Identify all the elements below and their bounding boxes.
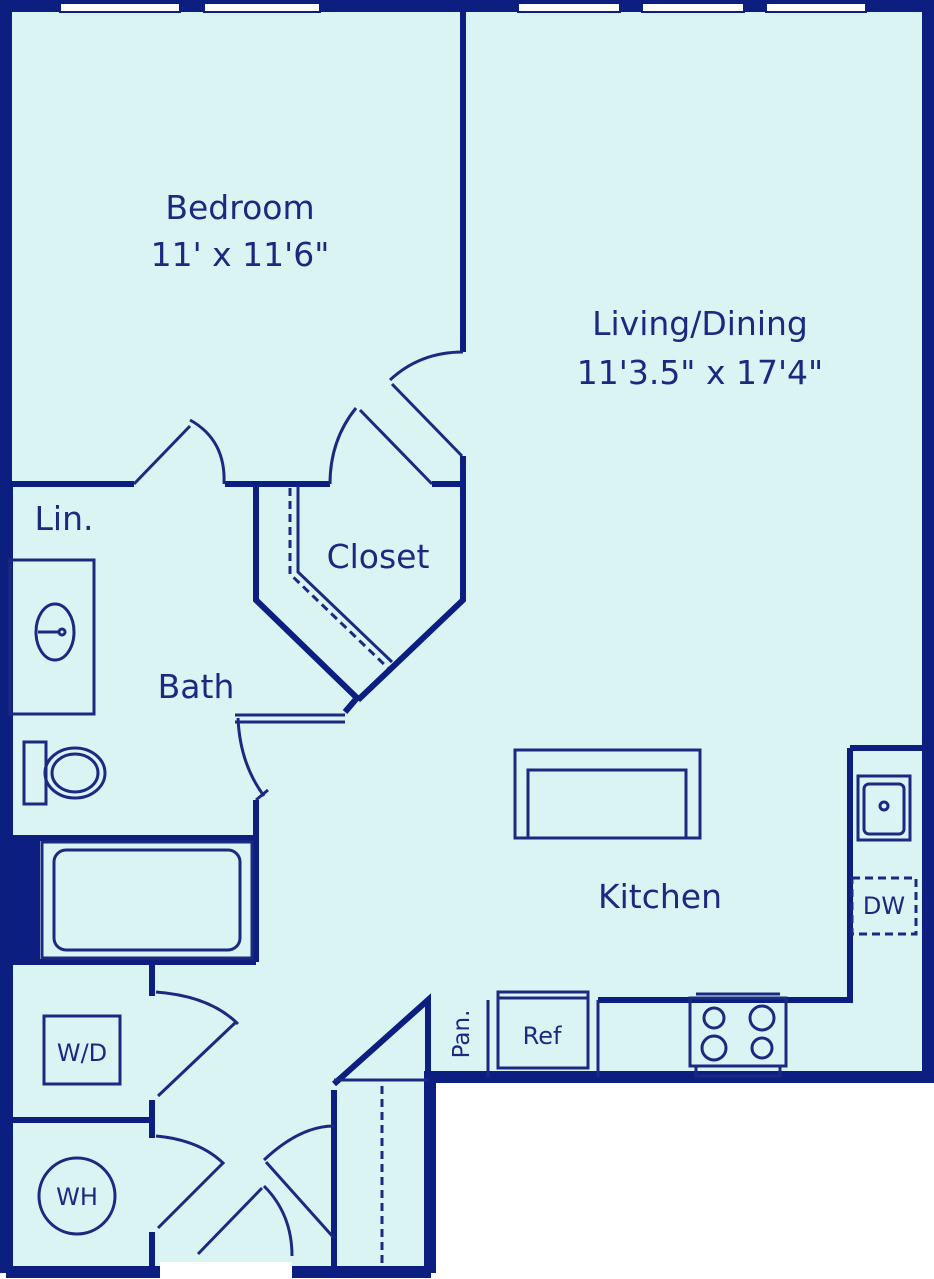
door-swing — [236, 717, 266, 797]
kitchen-name: Kitchen — [598, 877, 722, 916]
door-swing — [189, 418, 226, 485]
entry-opening — [160, 1262, 292, 1279]
bathtub-basin — [52, 848, 242, 952]
door-swing — [328, 407, 358, 485]
door-swing — [155, 1134, 226, 1166]
living-name: Living/Dining — [592, 304, 808, 343]
bathtub — [40, 840, 254, 960]
window — [641, 2, 745, 13]
labels: Bedroom 11' x 11'6" Living/Dining 11'3.5… — [35, 188, 906, 1211]
water-heater — [37, 1156, 117, 1236]
door-leaf — [390, 382, 464, 458]
door-swing — [262, 1124, 335, 1162]
burner-icon — [700, 1034, 728, 1062]
closet-wall — [355, 456, 466, 703]
kitchen-island — [513, 748, 702, 840]
sink-drain-icon — [57, 627, 67, 637]
window — [517, 2, 621, 13]
refrigerator-label: Ref — [523, 1022, 562, 1050]
doors — [132, 350, 464, 1257]
closet-inner — [296, 486, 394, 664]
dishwasher-outline — [850, 876, 918, 936]
door-leaf — [156, 1160, 226, 1230]
entry-closet-wall — [332, 993, 431, 1087]
window — [59, 2, 181, 13]
water-heater-label: WH — [56, 1183, 98, 1211]
floor-area — [6, 6, 928, 1273]
burner-icon — [702, 1006, 726, 1030]
windows — [59, 2, 867, 13]
burner-icon — [748, 1004, 776, 1032]
door-swing — [262, 1184, 294, 1257]
dashed-lines — [288, 488, 918, 1266]
toilet-bowl-icon — [50, 752, 100, 794]
closet-rod — [288, 488, 390, 670]
refrigerator — [496, 990, 590, 1070]
closet-wall — [253, 486, 362, 714]
washer-dryer-label: W/D — [57, 1039, 107, 1067]
door-leaf — [255, 788, 269, 802]
washer-dryer — [42, 1014, 122, 1086]
fixtures — [8, 558, 912, 1236]
closet-name: Closet — [327, 537, 430, 576]
door-leaf — [156, 1020, 238, 1098]
stove-base — [694, 1064, 782, 1078]
kitchen-sink-basin — [862, 782, 906, 836]
kitchen-island-inner — [526, 768, 688, 838]
kitchen-wall — [598, 748, 853, 1003]
burner-icon — [750, 1036, 774, 1060]
door-swing — [155, 990, 240, 1026]
door-swing — [388, 350, 464, 382]
pantry-label: Pan. — [449, 1010, 475, 1059]
door-leaf — [132, 424, 192, 486]
dishwasher-label: DW — [863, 892, 905, 920]
kitchen-sink — [856, 774, 912, 842]
toilet-bowl-icon — [43, 746, 107, 800]
linen-name: Lin. — [35, 499, 94, 538]
door-leaf — [196, 1186, 264, 1256]
door-leaf — [264, 1160, 336, 1240]
window — [765, 2, 867, 13]
living-dims: 11'3.5" x 17'4" — [577, 353, 823, 392]
bedroom-dims: 11' x 11'6" — [151, 235, 330, 274]
bath-name: Bath — [158, 667, 235, 706]
bedroom-name: Bedroom — [165, 188, 314, 227]
vanity — [8, 558, 96, 716]
window — [203, 2, 321, 13]
sink-drain-icon — [878, 800, 890, 812]
door-leaf — [358, 408, 434, 486]
sink-icon — [34, 602, 76, 662]
